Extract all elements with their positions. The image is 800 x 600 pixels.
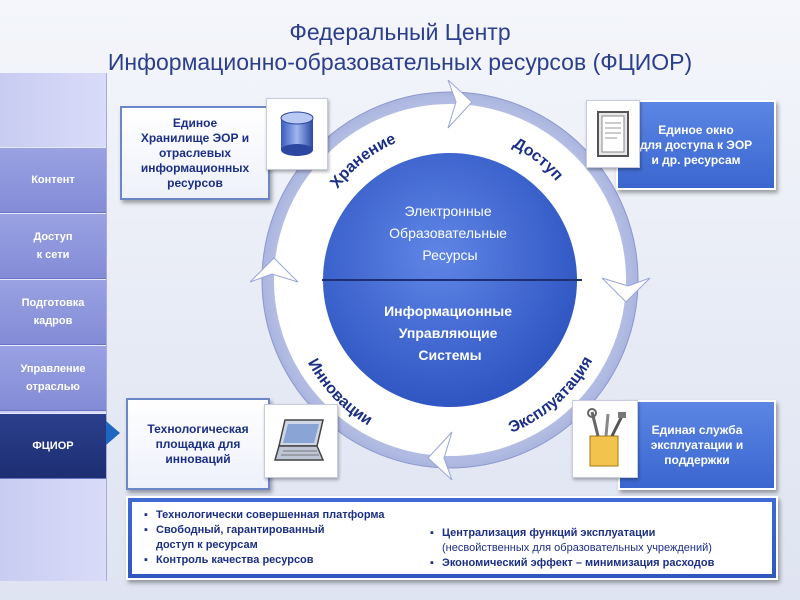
bottom-panel: Технологически совершенная платформа Сво… [126, 496, 778, 580]
nav-arrow-icon [106, 421, 120, 445]
bottom-right-list: Централизация функций эксплуатации (несв… [428, 526, 714, 571]
box-storage-text: Единое Хранилище ЭОР и отраслевых информ… [140, 115, 250, 190]
left-nav: Контент Доступ к сети Подготовка кадров Уп… [0, 73, 107, 581]
list-item: доступ к ресурсам [156, 539, 258, 551]
laptop-icon [264, 404, 338, 478]
box-access: Единое окно для доступа к ЭОР и др. ресу… [616, 100, 776, 190]
nav-item-management[interactable]: Управление отраслью [0, 345, 106, 411]
nav-item-label: кадров [33, 315, 73, 327]
nav-item-label: Управление [20, 363, 86, 375]
database-icon [266, 98, 328, 170]
nav-item-content[interactable]: Контент [0, 147, 106, 213]
arrow-left-icon [250, 257, 299, 283]
box-operation: Единая служба эксплуатации и поддержки [618, 400, 776, 490]
inner-top-text: Электронные Образовательные Ресурсы [389, 203, 511, 263]
nav-item-label: Контент [31, 174, 75, 186]
arrow-bottom-icon [427, 431, 453, 480]
nav-item-network-access[interactable]: Доступ к сети [0, 213, 106, 279]
cycle-arrows [250, 80, 650, 480]
page-title-line1: Федеральный Центр [289, 19, 511, 45]
inner-bottom-text: Информационные Управляющие Системы [384, 303, 516, 363]
box-storage: Единое Хранилище ЭОР и отраслевых информ… [120, 106, 270, 200]
tools-icon [572, 400, 638, 478]
list-item: Контроль качества ресурсов [142, 553, 385, 568]
cycle-diagram: Электронные Образовательные Ресурсы Инфо… [250, 80, 650, 480]
box-innovation: Технологическая площадка для инноваций [126, 398, 270, 490]
nav-item-label: ФЦИОР [32, 440, 74, 452]
window-icon [586, 100, 640, 168]
nav-item-fcior[interactable]: ФЦИОР [0, 413, 106, 479]
box-operation-text: Единая служба эксплуатации и поддержки [650, 422, 744, 467]
list-item: Централизация функций эксплуатации [428, 526, 714, 541]
list-item: (несвойственных для образовательных учре… [442, 542, 712, 554]
cycle-band [274, 104, 626, 456]
list-item: Технологически совершенная платформа [142, 508, 385, 523]
box-access-text: Единое окно для доступа к ЭОР и др. ресу… [639, 122, 753, 167]
nav-item-label: к сети [36, 249, 70, 261]
box-innovation-text: Технологическая площадка для инноваций [147, 421, 249, 466]
list-item: Экономический эффект – минимизация расхо… [428, 556, 714, 571]
nav-item-label: Доступ [33, 231, 73, 243]
nav-item-label: Подготовка [21, 297, 85, 309]
arrow-right-icon [601, 277, 650, 303]
bottom-left-list: Технологически совершенная платформа Сво… [142, 508, 385, 568]
nav-item-label: отраслью [26, 381, 80, 393]
nav-item-training[interactable]: Подготовка кадров [0, 279, 106, 345]
page-title-line2: Информационно-образовательных ресурсов (… [107, 49, 693, 75]
arrow-top-icon [447, 80, 473, 129]
list-item: Свободный, гарантированный [142, 523, 385, 538]
bottom-panel-inner: Технологически совершенная платформа Сво… [132, 502, 772, 574]
